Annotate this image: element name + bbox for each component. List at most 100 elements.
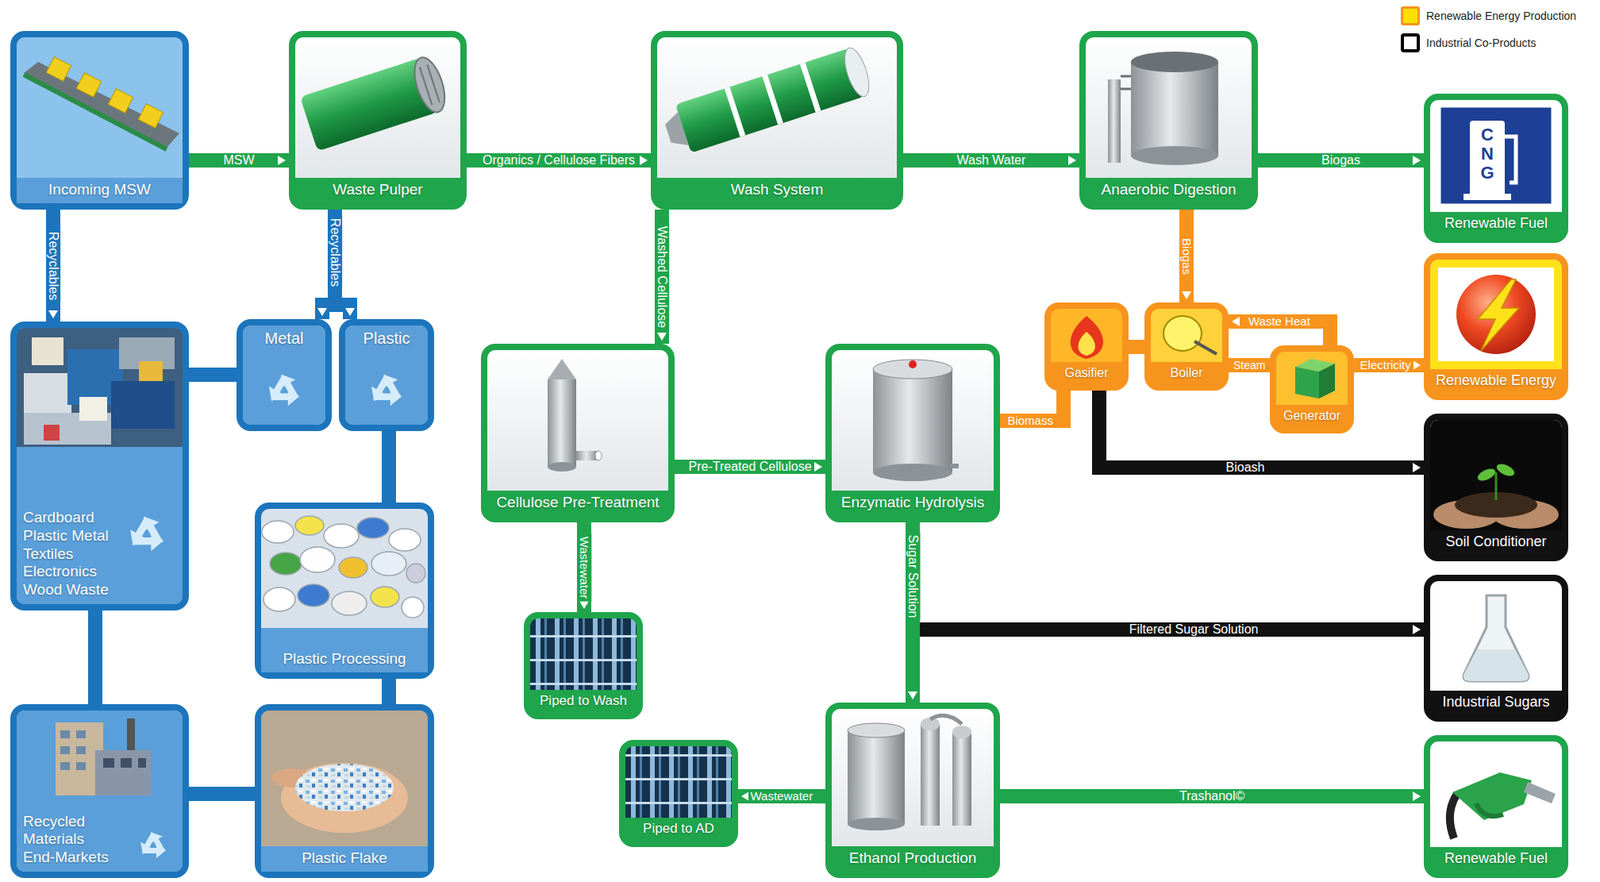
generator-picture <box>1276 351 1348 427</box>
flask-picture <box>1463 649 1529 681</box>
wash-picture <box>657 37 897 204</box>
process-box: Cellulose Pre-Treatment <box>480 343 675 523</box>
bottles-picture <box>263 587 296 612</box>
building-picture <box>60 746 70 754</box>
recycle-box: Plastic <box>338 319 435 431</box>
conveyor-picture <box>16 37 183 204</box>
pipes-picture <box>530 618 637 713</box>
bottles-picture <box>401 596 424 618</box>
process-box: Wash System <box>650 30 904 210</box>
flow-connector <box>95 610 97 704</box>
flow-line <box>905 522 920 703</box>
building-picture <box>138 757 147 768</box>
ethanol-plant-picture <box>952 725 972 739</box>
plastic-picture <box>345 325 428 425</box>
recyclables-picture <box>43 424 60 441</box>
pulper-picture <box>426 65 439 104</box>
pump-lettering: CNG <box>1478 125 1497 184</box>
conveyor-picture <box>76 73 101 97</box>
ethanol-plant-picture <box>930 715 962 724</box>
arrow-head <box>579 600 589 609</box>
box-label: Cardboard Plastic Metal Textiles Electro… <box>23 508 127 600</box>
hydrolysis-tank-picture <box>831 350 994 516</box>
coproduct-box: Industrial Sugars <box>1423 574 1569 722</box>
arrow-head <box>814 461 823 472</box>
flow-line <box>738 788 826 804</box>
flow-line <box>1257 153 1424 168</box>
product-box: Renewable Fuel <box>1423 93 1569 243</box>
recyclables-picture <box>79 396 108 421</box>
metal-picture <box>242 325 326 425</box>
bottles-picture <box>406 563 426 583</box>
building-picture <box>60 730 70 739</box>
cng-pump-picture <box>1504 136 1516 183</box>
bottles-picture <box>370 586 400 608</box>
arrow-head <box>1412 462 1421 473</box>
pretreatment-vessel-picture <box>547 379 577 467</box>
flow-connector <box>1128 346 1145 348</box>
conveyor-picture <box>16 37 183 204</box>
gasifier-picture <box>1078 331 1096 356</box>
legend-swatch <box>1400 6 1420 26</box>
flask-picture <box>1463 595 1529 681</box>
ethanol-plant-picture <box>831 708 994 872</box>
arrow-head <box>1412 360 1421 370</box>
arrow-head <box>1412 791 1421 801</box>
product-box: Renewable Fuel <box>1423 734 1569 878</box>
process-box: Anaerobic Digestion <box>1079 30 1258 210</box>
nozzle-picture <box>1523 781 1556 804</box>
flow-line <box>88 610 103 704</box>
flow-label: Organics / Cellulose Fibers <box>480 153 638 168</box>
arrow-head <box>907 691 918 700</box>
flow-label: Electricity <box>1357 357 1414 373</box>
boiler-picture <box>1194 341 1217 354</box>
digester-picture <box>1107 79 1121 163</box>
bottles-picture <box>338 557 368 578</box>
flow-line <box>46 209 61 322</box>
pretreatment-vessel-picture <box>547 358 577 380</box>
flow-label: Wastewater <box>748 788 816 804</box>
nozzle-picture <box>1476 803 1504 816</box>
gasifier-picture <box>1050 308 1123 385</box>
box-label: Plastic <box>345 328 428 348</box>
building-picture <box>95 750 151 796</box>
plastic-picture <box>365 369 407 406</box>
recyclables-box: Cardboard Plastic Metal Textiles Electro… <box>10 321 189 611</box>
flow-label: Sugar Solution <box>905 532 920 621</box>
gasifier-picture <box>1070 315 1104 359</box>
flow-label: Wastewater <box>576 533 592 601</box>
bottles-picture <box>300 546 335 573</box>
flake-picture <box>261 710 428 872</box>
box-label: Renewable Energy <box>1430 369 1562 394</box>
arrow-head <box>277 155 286 166</box>
bottles-picture <box>357 517 389 539</box>
building-picture <box>120 757 132 768</box>
pretreatment-vessel-picture <box>547 461 577 472</box>
box-label: Metal <box>242 328 326 348</box>
wash-picture <box>800 61 821 112</box>
wash-picture <box>724 86 746 137</box>
building-picture <box>76 746 86 754</box>
flow-line <box>1099 390 1424 468</box>
arrow-head <box>1181 291 1192 300</box>
recycle-box: Plastic Processing <box>254 502 435 679</box>
bottles-picture <box>371 551 407 576</box>
flow-line <box>1228 357 1270 373</box>
building-picture <box>60 761 70 770</box>
hydrolysis-tank-picture <box>873 463 953 481</box>
bottles-picture <box>261 508 428 628</box>
flow-line <box>1179 209 1194 303</box>
box-label: Plastic Processing <box>261 646 428 673</box>
flow-line <box>1353 357 1424 373</box>
ethanol-plant-picture <box>831 708 994 872</box>
bottles-picture <box>261 520 294 543</box>
market-box: Recycled Materials End-Markets <box>10 703 189 878</box>
generator-picture <box>1319 363 1335 399</box>
building-picture <box>76 730 86 739</box>
bottles-picture <box>297 584 330 607</box>
flow-label: Filtered Sugar Solution <box>1126 622 1262 637</box>
flow-connector <box>188 374 237 376</box>
flow-line <box>912 522 1424 630</box>
flow-line <box>654 209 670 344</box>
